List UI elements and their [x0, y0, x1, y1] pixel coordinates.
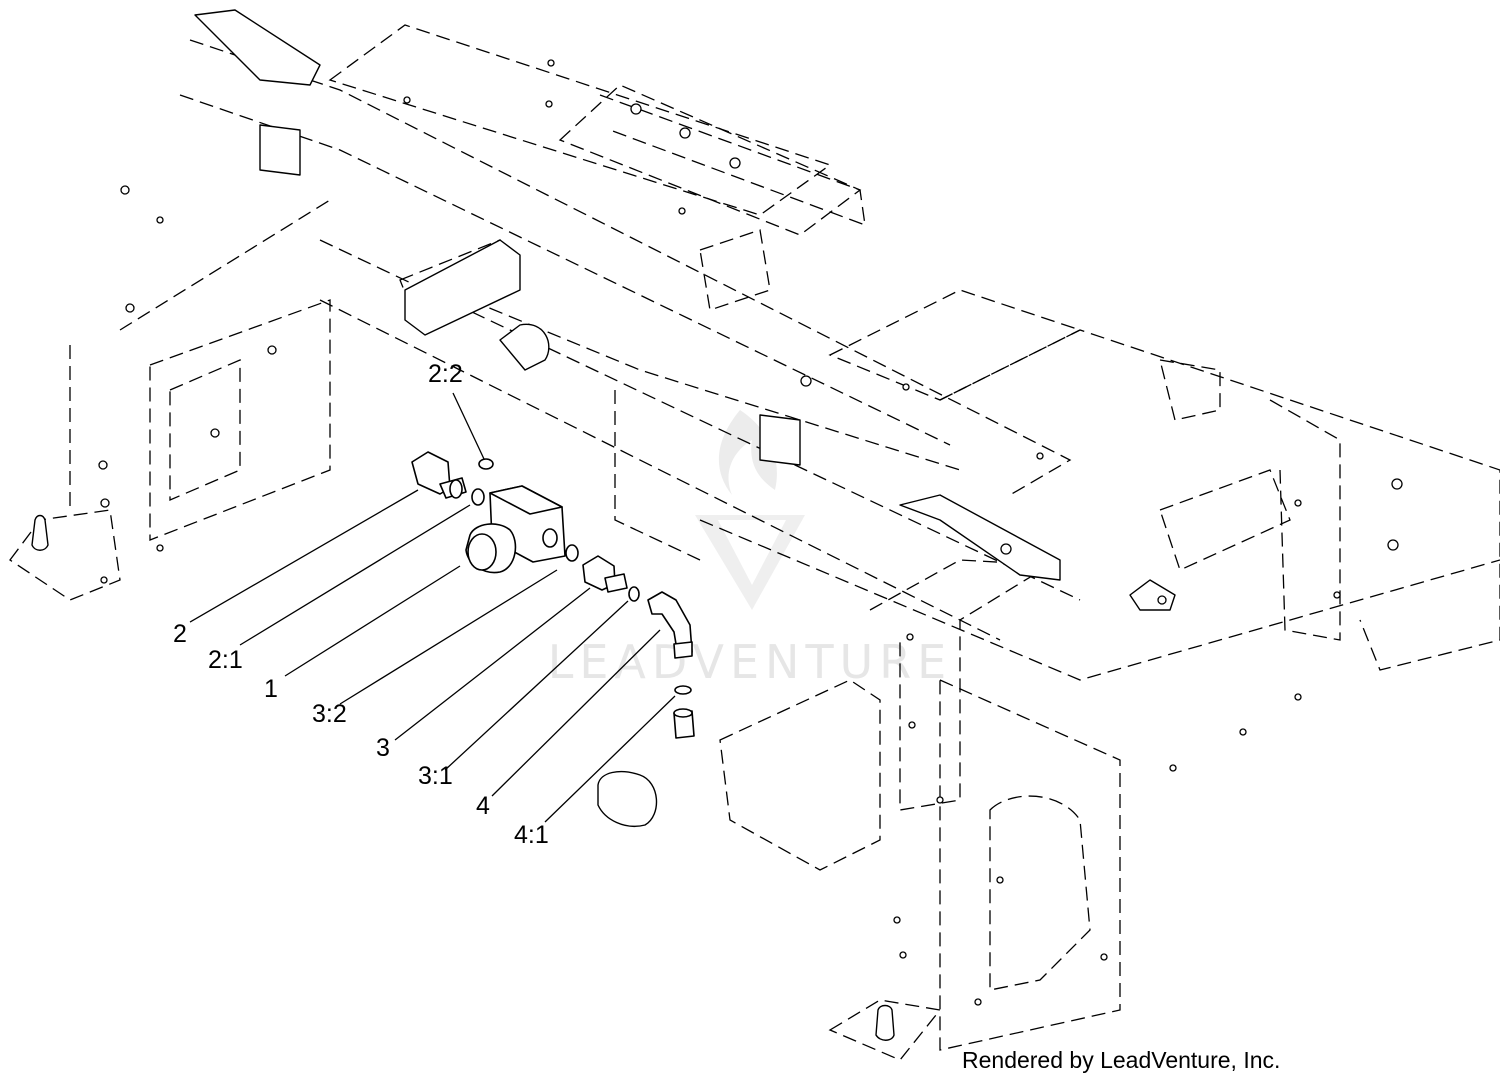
plug	[465, 523, 517, 574]
callout-2-2: 2:2	[428, 360, 463, 388]
fitting-2	[411, 451, 467, 499]
frame-holes	[98, 59, 1403, 1006]
o-ring-3-1	[628, 586, 640, 602]
leader-lines	[189, 392, 676, 823]
o-ring-4-1	[674, 685, 692, 695]
o-ring-2-2	[478, 458, 494, 470]
callouts: 2:2 2 2:1 1 3:2 3 3:1 4 4:1	[173, 360, 549, 849]
watermark: LEADVENTURE	[548, 410, 953, 689]
callout-4-1: 4:1	[514, 821, 549, 849]
render-credit: Rendered by LeadVenture, Inc.	[962, 1047, 1280, 1073]
callout-3-1: 3:1	[418, 762, 453, 790]
o-ring-3-2	[565, 544, 579, 562]
elbow-4	[647, 591, 693, 659]
callout-3: 3	[376, 734, 390, 762]
fitting-4-port	[673, 708, 695, 739]
frame-solid-parts	[31, 9, 1176, 1041]
o-ring-2-1	[471, 488, 485, 506]
callout-3-2: 3:2	[312, 700, 347, 728]
callout-2-1: 2:1	[208, 646, 243, 674]
callout-1: 1	[264, 675, 278, 703]
callout-4: 4	[476, 792, 490, 820]
fitting-3	[582, 555, 628, 593]
watermark-text: LEADVENTURE	[548, 635, 953, 689]
callout-2: 2	[173, 620, 187, 648]
